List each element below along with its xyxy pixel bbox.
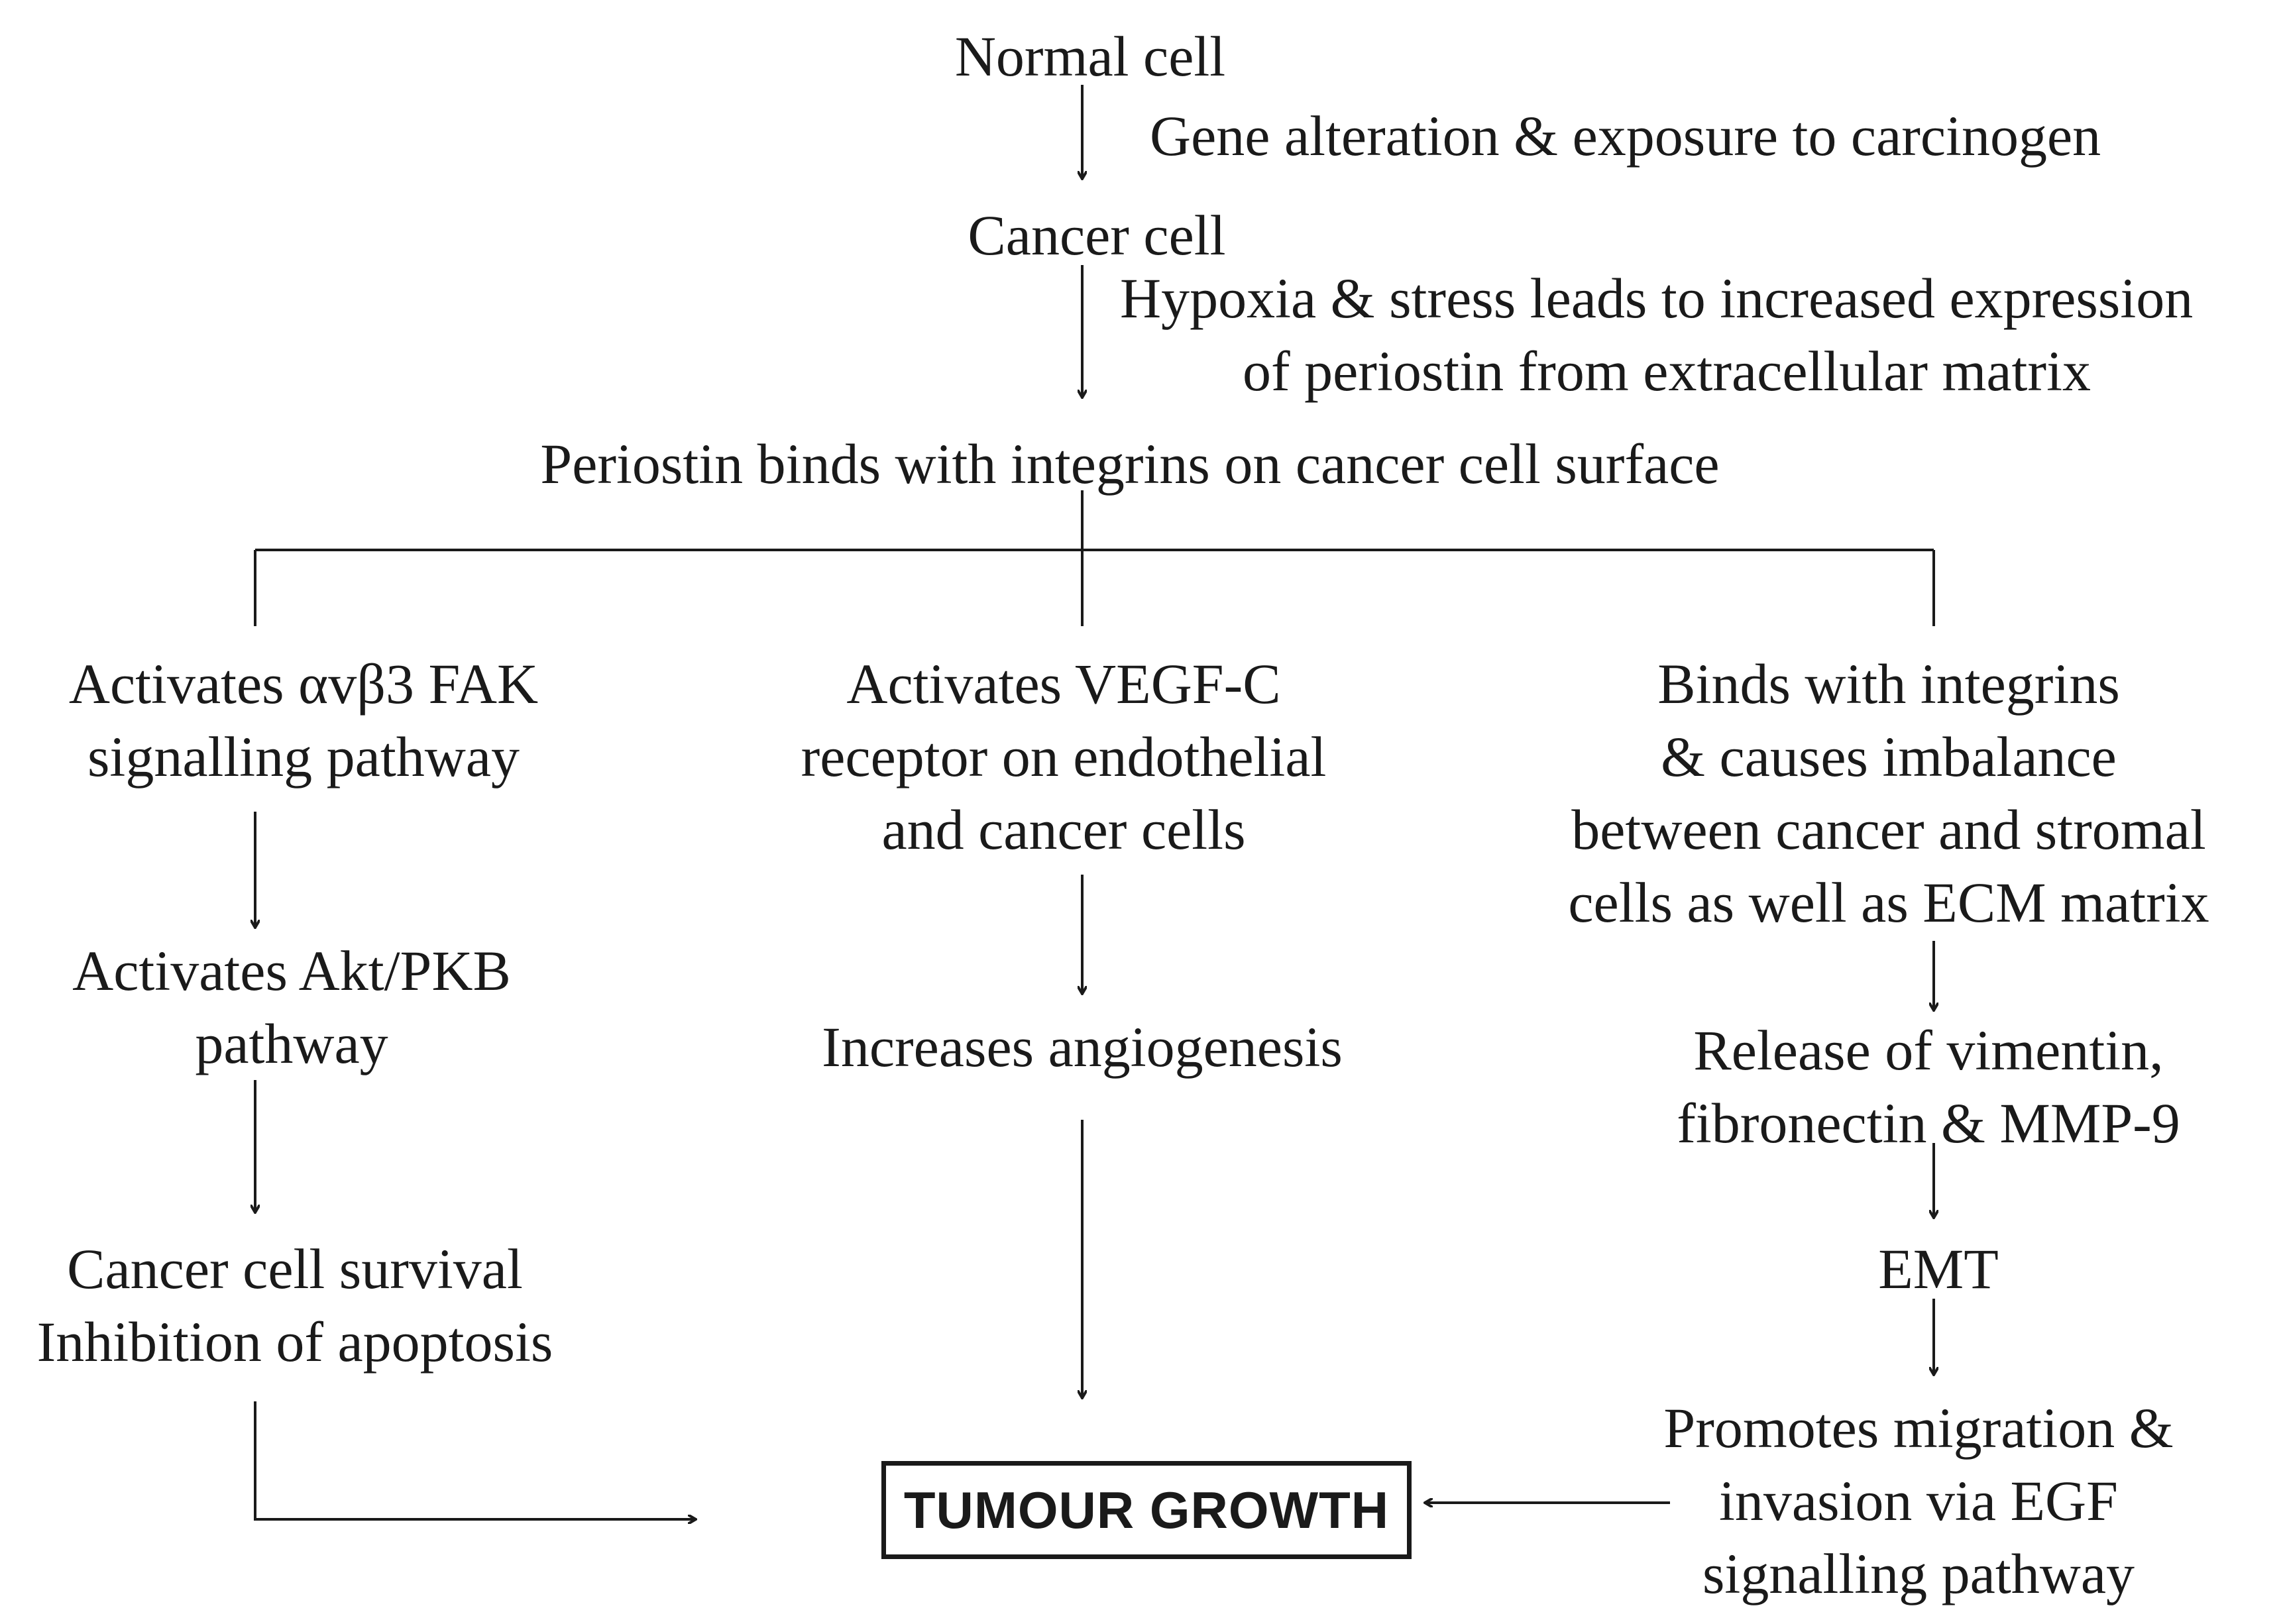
label-hypoxia-line1: Hypoxia & stress leads to increased expr… — [1120, 266, 2194, 330]
node-cancer-cell: Cancer cell — [968, 203, 1226, 267]
node-middle-vegf-line3: and cancer cells — [881, 798, 1246, 861]
node-right-vimentin: Release of vimentin, fibronectin & MMP-9 — [1677, 1014, 2180, 1160]
node-right-integrins-line2: & causes imbalance — [1661, 725, 2117, 788]
arrow-left-to-outcome — [254, 1401, 696, 1519]
node-right-migration-line3: signalling pathway — [1702, 1542, 2135, 1605]
node-middle-angiogenesis: Increases angiogenesis — [822, 1015, 1343, 1079]
node-middle-vegf-line2: receptor on endothelial — [801, 725, 1327, 788]
node-right-integrins-line4: cells as well as ECM matrix — [1568, 871, 2209, 934]
node-left-fak-line2: signalling pathway — [87, 725, 520, 788]
node-right-emt: EMT — [1878, 1237, 1999, 1301]
node-middle-vegf: Activates VEGF-C receptor on endothelial… — [801, 647, 1327, 866]
node-left-akt: Activates Akt/PKB pathway — [72, 934, 511, 1080]
node-middle-vegf-line1: Activates VEGF-C — [846, 652, 1281, 716]
node-right-integrins-line3: between cancer and stromal — [1571, 798, 2206, 861]
node-left-fak-line1: Activates αvβ3 FAK — [68, 652, 539, 716]
node-right-vimentin-line2: fibronectin & MMP-9 — [1677, 1091, 2180, 1155]
node-left-survival-line2: Inhibition of apoptosis — [36, 1310, 553, 1374]
node-left-fak: Activates αvβ3 FAK signalling pathway — [69, 647, 538, 793]
node-left-survival: Cancer cell survival Inhibition of apopt… — [37, 1232, 553, 1378]
node-normal-cell: Normal cell — [954, 25, 1226, 88]
node-right-migration: Promotes migration & invasion via EGF si… — [1663, 1391, 2173, 1610]
node-left-akt-line2: pathway — [195, 1012, 388, 1075]
label-gene-alteration: Gene alteration & exposure to carcinogen — [1150, 104, 2101, 168]
node-left-survival-line1: Cancer cell survival — [67, 1237, 523, 1301]
label-hypoxia-line2: of periostin from extracellular matrix — [1243, 339, 2091, 403]
node-right-vimentin-line1: Release of vimentin, — [1693, 1018, 2164, 1082]
node-left-akt-line1: Activates Akt/PKB — [72, 939, 511, 1002]
node-periostin-binding: Periostin binds with integrins on cancer… — [540, 432, 1720, 496]
node-right-migration-line2: invasion via EGF — [1719, 1469, 2118, 1533]
outcome-tumour-growth: TUMOUR GROWTH — [881, 1461, 1412, 1559]
node-right-integrins-line1: Binds with integrins — [1657, 652, 2120, 716]
node-right-integrins: Binds with integrins & causes imbalance … — [1568, 647, 2209, 939]
node-right-migration-line1: Promotes migration & — [1663, 1396, 2174, 1460]
